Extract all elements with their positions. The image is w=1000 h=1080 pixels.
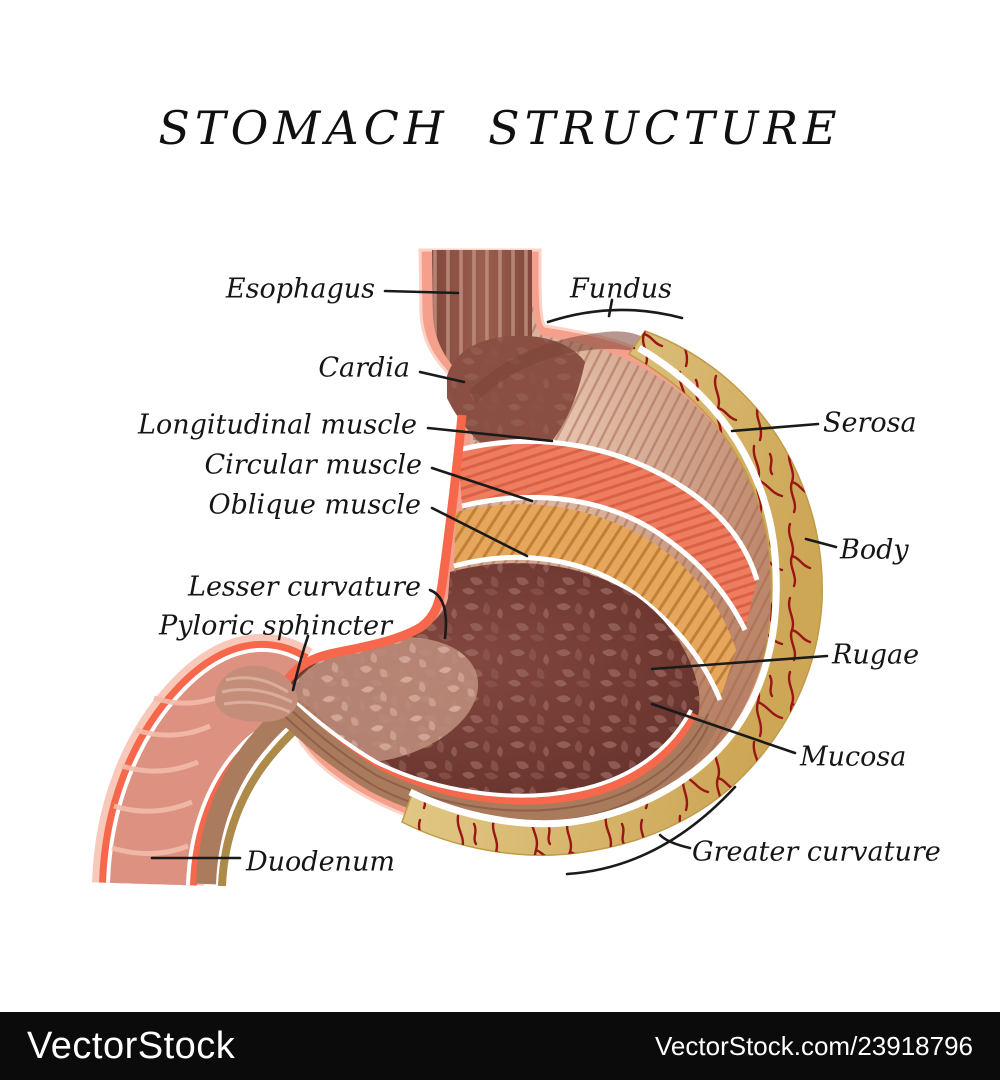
- label-mucosa: Mucosa: [800, 741, 907, 773]
- leader-circular: [430, 466, 534, 503]
- serosa-layer: [401, 330, 823, 856]
- separator-obl-bottom: [453, 554, 723, 701]
- label-fundus: Fundus: [570, 273, 673, 305]
- label-pyloric-sphincter: Pyloric sphincter: [159, 610, 392, 642]
- lesser-curvature-lining: [280, 414, 467, 688]
- leader-oblique: [430, 506, 529, 558]
- oblique-muscle-stripes: [454, 504, 736, 700]
- cardia-texture: [447, 335, 585, 470]
- watermark-brand: VectorStock: [27, 1024, 236, 1067]
- label-body: Body: [840, 534, 909, 566]
- label-esophagus: Esophagus: [225, 273, 375, 305]
- label-cardia: Cardia: [318, 352, 410, 384]
- pyloric-sphincter-shape: [215, 665, 298, 722]
- label-duodenum: Duodenum: [246, 846, 395, 878]
- watermark-bar: VectorStock VectorStock.com/23918796: [0, 1012, 1000, 1080]
- label-serosa: Serosa: [823, 407, 917, 439]
- leader-greater-curvature-hook: [658, 833, 692, 850]
- leader-fundus-arc: [546, 308, 684, 324]
- stomach-illustration: [92, 248, 823, 889]
- label-lesser-curvature: Lesser curvature: [188, 571, 421, 603]
- label-greater-curvature: Greater curvature: [692, 836, 941, 868]
- mucosa-lining-inner-edge: [278, 688, 693, 798]
- watermark-image-ref: VectorStock.com/23918796: [655, 1030, 973, 1061]
- duodenum-stripes: [111, 691, 228, 857]
- leader-longitudinal: [426, 426, 554, 443]
- leader-mucosa: [650, 702, 797, 755]
- leader-lesser-curvature: [428, 588, 448, 640]
- leader-lines: [150, 289, 838, 876]
- serosa-inner-gap: [408, 344, 780, 828]
- fundus-inner-strip: [470, 331, 645, 404]
- page-title: STOMACH STRUCTURE: [158, 101, 842, 155]
- label-oblique-muscle: Oblique muscle: [208, 489, 421, 521]
- label-circular-muscle: Circular muscle: [204, 449, 422, 481]
- leader-cardia: [418, 370, 466, 384]
- leader-esophagus: [383, 289, 460, 295]
- leader-rugae: [650, 654, 829, 671]
- separator-long-circ: [457, 439, 760, 581]
- label-longitudinal-muscle: Longitudinal muscle: [138, 409, 417, 441]
- leader-serosa: [730, 422, 820, 433]
- leader-body: [804, 537, 838, 549]
- leader-pyloric-sphincter: [291, 634, 310, 692]
- label-rugae: Rugae: [832, 639, 920, 671]
- leader-fundus-tick: [607, 298, 614, 318]
- leader-greater-curvature-arc: [565, 785, 737, 876]
